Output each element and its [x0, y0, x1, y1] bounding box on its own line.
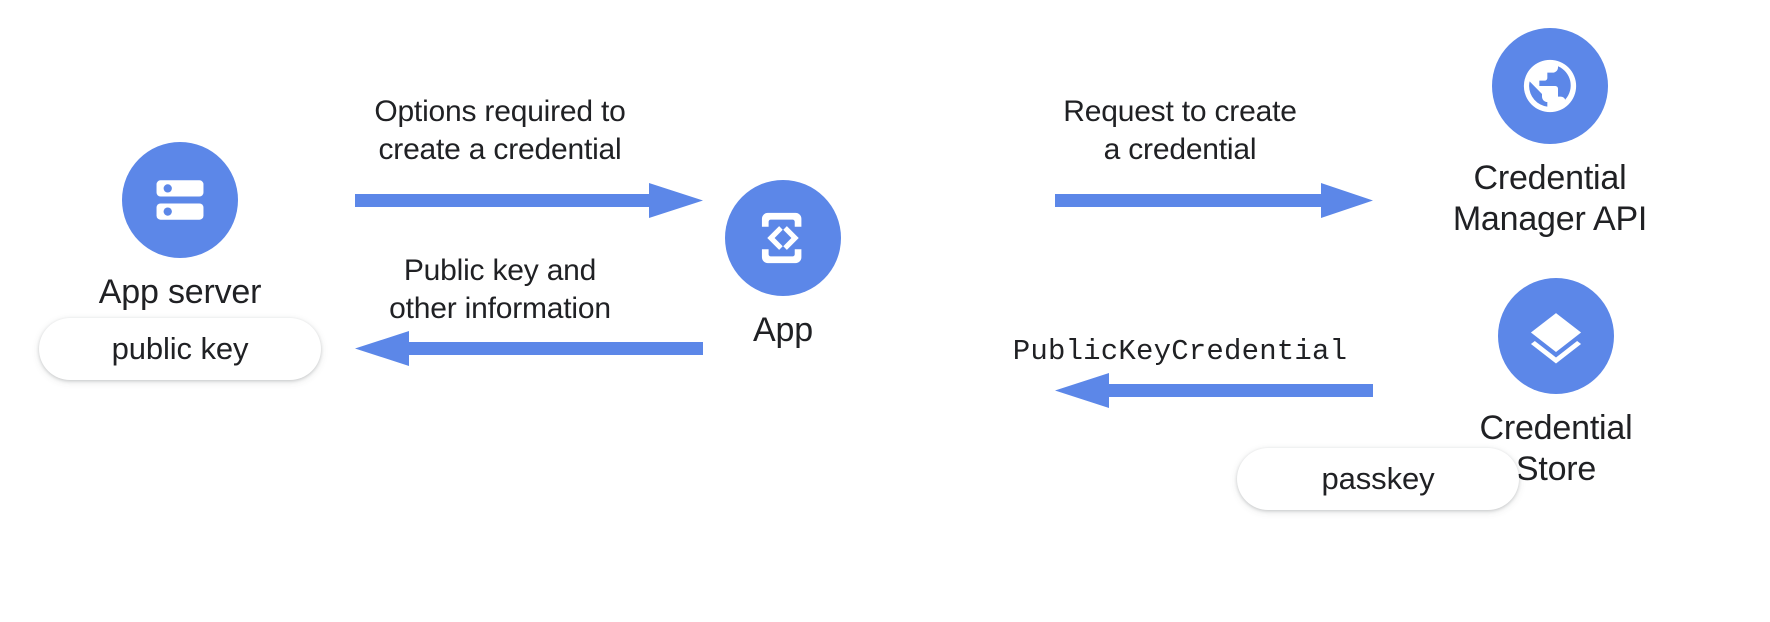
- arrow-public-key-and-other-info: [355, 330, 703, 366]
- chip-public-key-label: public key: [111, 331, 249, 366]
- globe-icon: [1492, 28, 1608, 144]
- layers-icon: [1498, 278, 1614, 394]
- node-label-credential-manager-api: Credential Manager API: [1452, 159, 1648, 238]
- arrow-request-to-create: [1055, 182, 1373, 218]
- arrow-public-key-credential: [1055, 372, 1373, 408]
- arrow-label-request-to-create: Request to create a credential: [1063, 95, 1297, 166]
- server-icon: [122, 142, 238, 258]
- node-credential-manager-api: Credential Manager API: [1430, 28, 1670, 240]
- node-credential-store: Credential Store: [1436, 278, 1676, 490]
- arrow-label-options-required: Options required to create a credential: [374, 95, 626, 166]
- node-label-app: App: [753, 311, 813, 349]
- chip-passkey-label: passkey: [1321, 461, 1435, 496]
- app-code-phone-icon: [725, 180, 841, 296]
- node-label-credential-store: Credential Store: [1479, 409, 1633, 488]
- chip-passkey: passkey: [1237, 448, 1519, 510]
- arrow-label-public-key-credential: PublicKeyCredential: [1012, 335, 1348, 368]
- arrow-label-public-key-and-other-info: Public key and other information: [389, 254, 611, 325]
- arrow-options-required: [355, 182, 703, 218]
- node-app-server: App server: [60, 142, 300, 313]
- chip-public-key: public key: [39, 318, 321, 380]
- node-app: App: [668, 180, 898, 351]
- node-label-app-server: App server: [98, 273, 262, 311]
